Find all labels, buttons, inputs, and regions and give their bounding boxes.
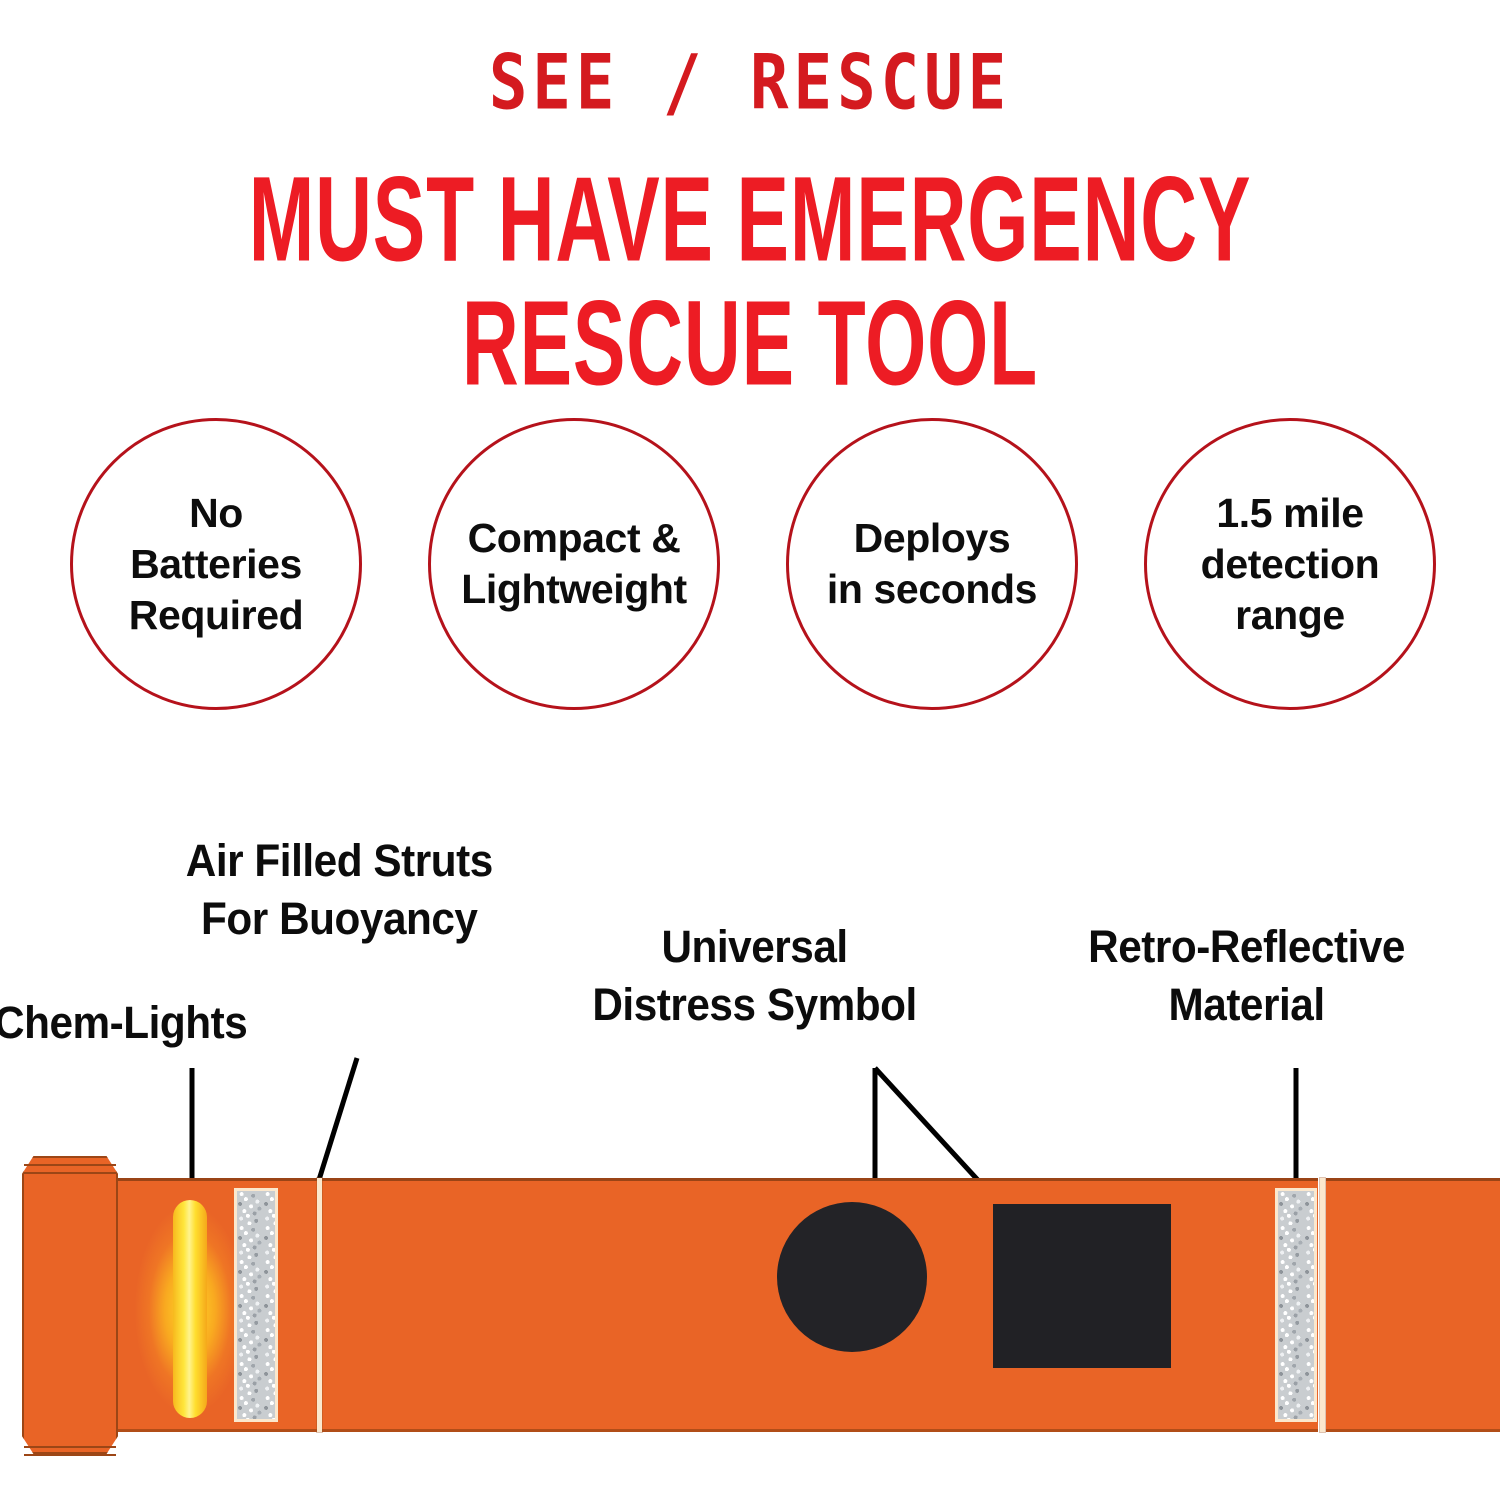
chem-light-stick <box>173 1200 207 1418</box>
page-title: MUST HAVE EMERGENCY RESCUE TOOL <box>0 142 1500 411</box>
strut-ridge-bottom-2 <box>24 1454 116 1456</box>
strut-ridge-bottom <box>24 1446 116 1448</box>
callout-chem-lights: Chem-Lights <box>0 997 248 1048</box>
banner-seam-right <box>1320 1178 1325 1432</box>
strut-ridge-top <box>24 1164 116 1166</box>
strut-ridge-top-2 <box>24 1172 116 1174</box>
retro-reflective-strip-left <box>234 1188 278 1422</box>
distress-symbol-circle <box>777 1202 927 1352</box>
banner-panel-right <box>1326 1178 1500 1432</box>
leader-line-air-struts <box>315 1057 360 1184</box>
brand-name: SEE / RESCUE <box>488 40 1012 128</box>
headline-line-2: RESCUE TOOL <box>461 276 1039 411</box>
badge-label: Compact &Lightweight <box>461 515 687 612</box>
distress-symbol-square <box>993 1204 1171 1368</box>
badge-compact-lightweight: Compact &Lightweight <box>428 418 720 710</box>
product-banner <box>0 1156 1500 1456</box>
retro-reflective-strip-right <box>1275 1188 1317 1422</box>
air-filled-strut <box>22 1156 118 1454</box>
banner-seam-left <box>317 1178 322 1432</box>
headline-line-1: MUST HAVE EMERGENCY <box>248 152 1252 287</box>
